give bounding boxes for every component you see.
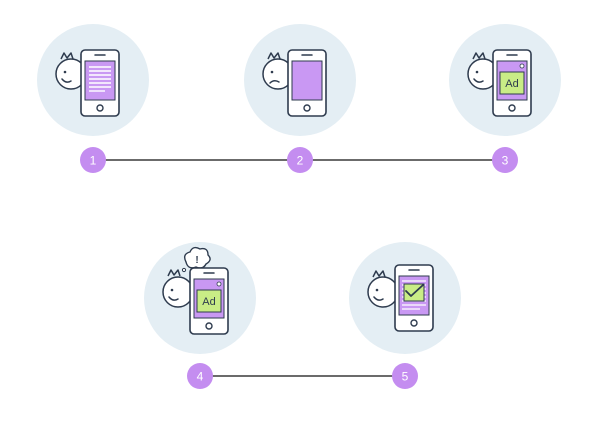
step-1: 1 — [37, 24, 149, 173]
character-face-icon — [467, 52, 499, 90]
step-5: 5 — [349, 242, 461, 389]
step-5-number-badge — [392, 363, 418, 389]
checkmark-icon — [405, 284, 424, 297]
step-2-number: 2 — [297, 154, 304, 168]
ad-label: Ad — [202, 296, 215, 308]
character-face-icon — [55, 52, 87, 90]
step-3: Ad 3 — [449, 24, 561, 173]
ad-close-dot-icon — [519, 63, 525, 69]
step-3-number: 3 — [502, 154, 509, 168]
article-screen — [84, 60, 116, 101]
step-1-number: 1 — [90, 154, 97, 168]
character-face-icon — [367, 270, 399, 308]
step-3-number-badge — [492, 147, 518, 173]
ad-box — [499, 71, 525, 95]
step-5-number: 5 — [402, 370, 409, 384]
ad-label: Ad — [505, 78, 518, 90]
step-4: ! Ad 4 — [144, 242, 256, 389]
step-4-number: 4 — [197, 370, 204, 384]
alert-mark: ! — [195, 255, 198, 266]
step-4-number-badge — [187, 363, 213, 389]
ad-box — [196, 289, 222, 313]
step-2-number-badge — [287, 147, 313, 173]
step-1-number-badge — [80, 147, 106, 173]
ad-close-dot-icon — [216, 281, 222, 287]
step-2: 2 — [244, 24, 356, 173]
checked-content-screen — [398, 275, 430, 316]
thought-bubble-icon: ! — [181, 246, 211, 273]
blank-screen — [291, 60, 323, 101]
